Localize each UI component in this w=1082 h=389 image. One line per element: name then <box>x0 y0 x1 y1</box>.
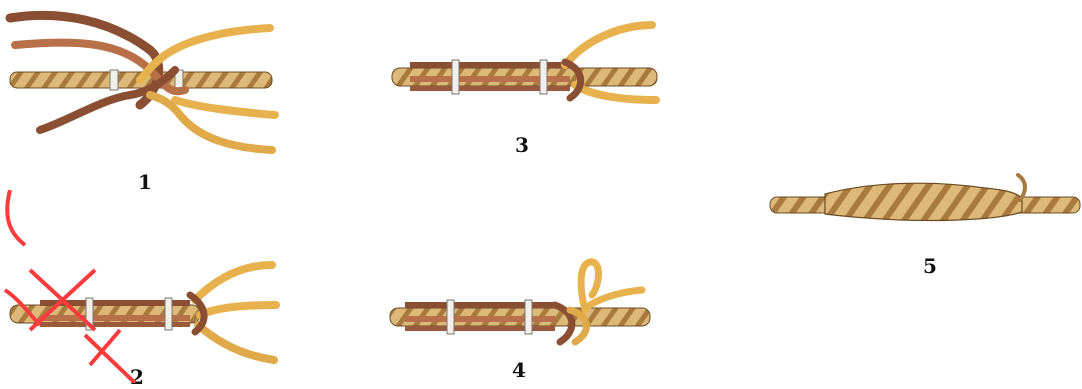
step-5-illustration <box>760 170 1082 280</box>
splice-step-5-drawing <box>760 170 1082 280</box>
step-3-label: 3 <box>515 133 529 157</box>
step-4-label: 4 <box>512 358 526 382</box>
step-5-label: 5 <box>923 254 937 278</box>
watermark-logo <box>0 190 150 383</box>
